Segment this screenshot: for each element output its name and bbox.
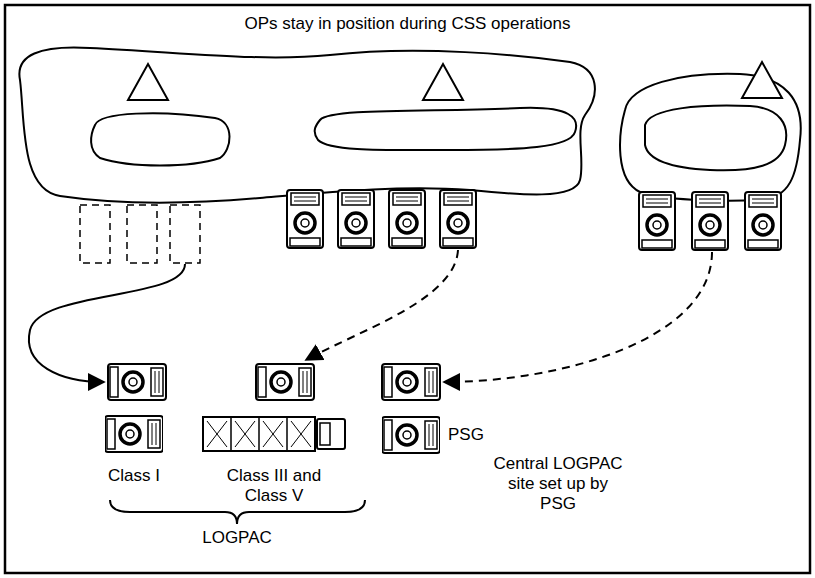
terrain-outline <box>19 47 594 202</box>
vehicle-node: Class I <box>104 414 164 488</box>
frame <box>5 5 810 573</box>
vacated-position <box>127 205 157 263</box>
op-triangle <box>742 62 782 98</box>
vehicle-symbol <box>382 364 440 400</box>
movement-arrow <box>444 252 712 382</box>
terrain-inner <box>91 113 229 165</box>
movement-arrow <box>306 250 458 360</box>
group-label: LOGPAC <box>177 528 297 548</box>
vehicle-node: PSG <box>382 414 486 456</box>
vehicle-symbol <box>389 190 425 248</box>
vehicle-symbol <box>256 364 314 400</box>
vehicle-symbol <box>440 190 476 248</box>
node-label: PSG <box>448 425 484 445</box>
op-triangle <box>423 64 463 100</box>
vehicle-symbol <box>692 192 728 250</box>
vehicle-symbol <box>382 415 440 455</box>
truck-node: Class III and Class V <box>200 414 348 508</box>
vehicle-symbol <box>745 192 781 250</box>
title: OPs stay in position during CSS operatio… <box>0 14 815 34</box>
vehicle-symbol <box>108 364 166 400</box>
note: Central LOGPAC site set up by PSG <box>488 454 628 514</box>
terrain-inner <box>645 106 786 171</box>
op-triangle <box>128 64 168 100</box>
vehicle-symbol <box>338 190 374 248</box>
vacated-position <box>80 205 110 263</box>
vehicle-symbol <box>287 190 323 248</box>
vacated-position <box>170 205 200 263</box>
vehicle-symbol <box>639 192 675 250</box>
node-label: Class I <box>108 466 160 486</box>
node-label: Class III and Class V <box>218 466 330 506</box>
bracket <box>110 500 365 524</box>
truck-symbol <box>201 414 347 454</box>
terrain-inner <box>315 108 576 150</box>
vehicle-symbol <box>105 414 163 454</box>
movement-arrow <box>29 264 185 382</box>
